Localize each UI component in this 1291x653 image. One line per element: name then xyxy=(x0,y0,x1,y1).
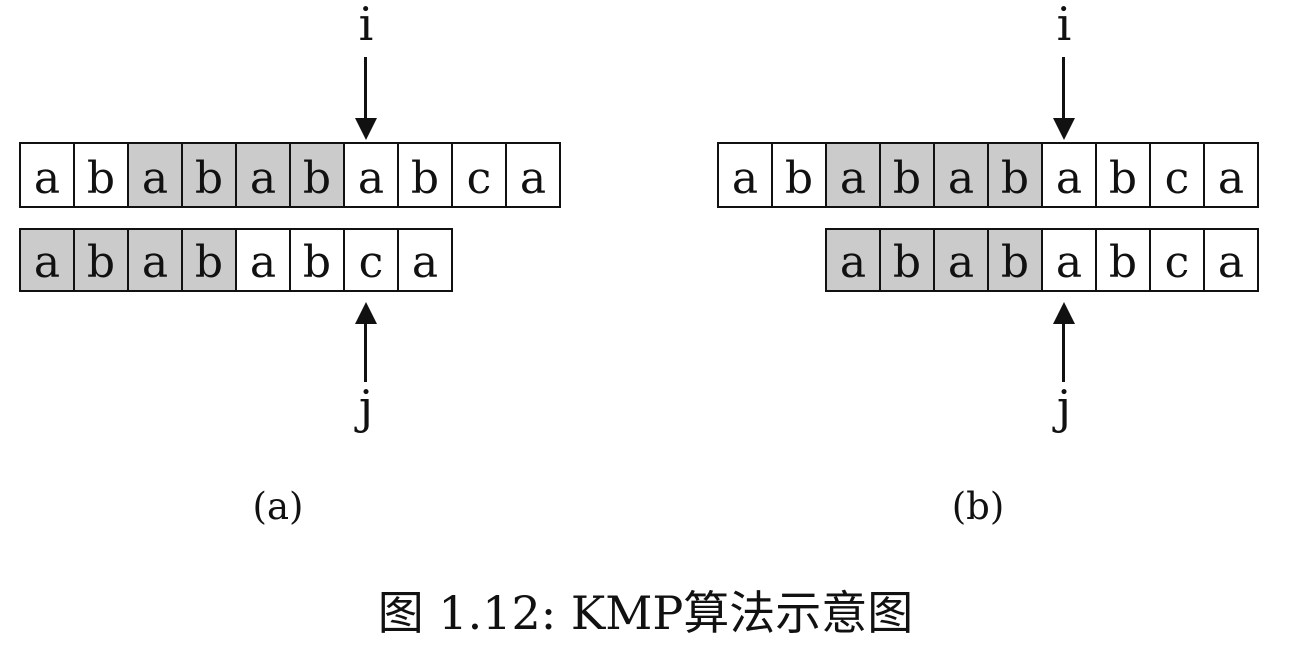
figure-a-caption: (a) xyxy=(252,485,304,528)
cell-b: b xyxy=(771,142,827,208)
cell-b-shaded: b xyxy=(181,228,237,292)
cell-a-shaded: a xyxy=(825,228,881,292)
cell-b: b xyxy=(397,142,453,208)
cell-b-shaded: b xyxy=(289,142,345,208)
cell-b: b xyxy=(289,228,345,292)
cell-a: a xyxy=(717,142,773,208)
cell-a: a xyxy=(1041,142,1097,208)
j-arrow-line-a xyxy=(364,321,367,382)
cell-b-shaded: b xyxy=(181,142,237,208)
cell-a-shaded: a xyxy=(127,142,183,208)
cell-a-shaded: a xyxy=(235,142,291,208)
cell-a: a xyxy=(1041,228,1097,292)
cell-a-shaded: a xyxy=(19,228,75,292)
cell-a: a xyxy=(235,228,291,292)
cell-b-shaded: b xyxy=(879,142,935,208)
cell-a: a xyxy=(1203,142,1259,208)
cell-a: a xyxy=(343,142,399,208)
pointer-i-label-b: i xyxy=(1056,0,1072,51)
cell-c: c xyxy=(343,228,399,292)
j-up-arrow-icon-a xyxy=(355,302,377,324)
j-arrow-line-b xyxy=(1062,321,1065,382)
cell-b: b xyxy=(73,142,129,208)
cell-a-shaded: a xyxy=(127,228,183,292)
pointer-j-label-a: j xyxy=(358,380,374,434)
i-arrow-line-a xyxy=(364,57,367,121)
cell-c: c xyxy=(1149,142,1205,208)
cell-b-shaded: b xyxy=(987,228,1043,292)
cell-b-shaded: b xyxy=(73,228,129,292)
figure-b-caption: (b) xyxy=(951,485,1005,528)
cell-a: a xyxy=(19,142,75,208)
pointer-j-label-b: j xyxy=(1056,380,1072,434)
cell-a: a xyxy=(397,228,453,292)
cell-b: b xyxy=(1095,142,1151,208)
i-down-arrow-icon-b xyxy=(1053,118,1075,140)
cell-a-shaded: a xyxy=(933,142,989,208)
figure-caption: 图 1.12: KMP算法示意图 xyxy=(377,586,914,640)
cell-b: b xyxy=(1095,228,1151,292)
cell-b-shaded: b xyxy=(879,228,935,292)
cell-a-shaded: a xyxy=(933,228,989,292)
cell-a: a xyxy=(1203,228,1259,292)
cell-a-shaded: a xyxy=(825,142,881,208)
cell-c: c xyxy=(1149,228,1205,292)
cell-b-shaded: b xyxy=(987,142,1043,208)
i-arrow-line-b xyxy=(1062,57,1065,121)
i-down-arrow-icon-a xyxy=(355,118,377,140)
cell-c: c xyxy=(451,142,507,208)
j-up-arrow-icon-b xyxy=(1053,302,1075,324)
cell-a: a xyxy=(505,142,561,208)
pointer-i-label-a: i xyxy=(358,0,374,51)
